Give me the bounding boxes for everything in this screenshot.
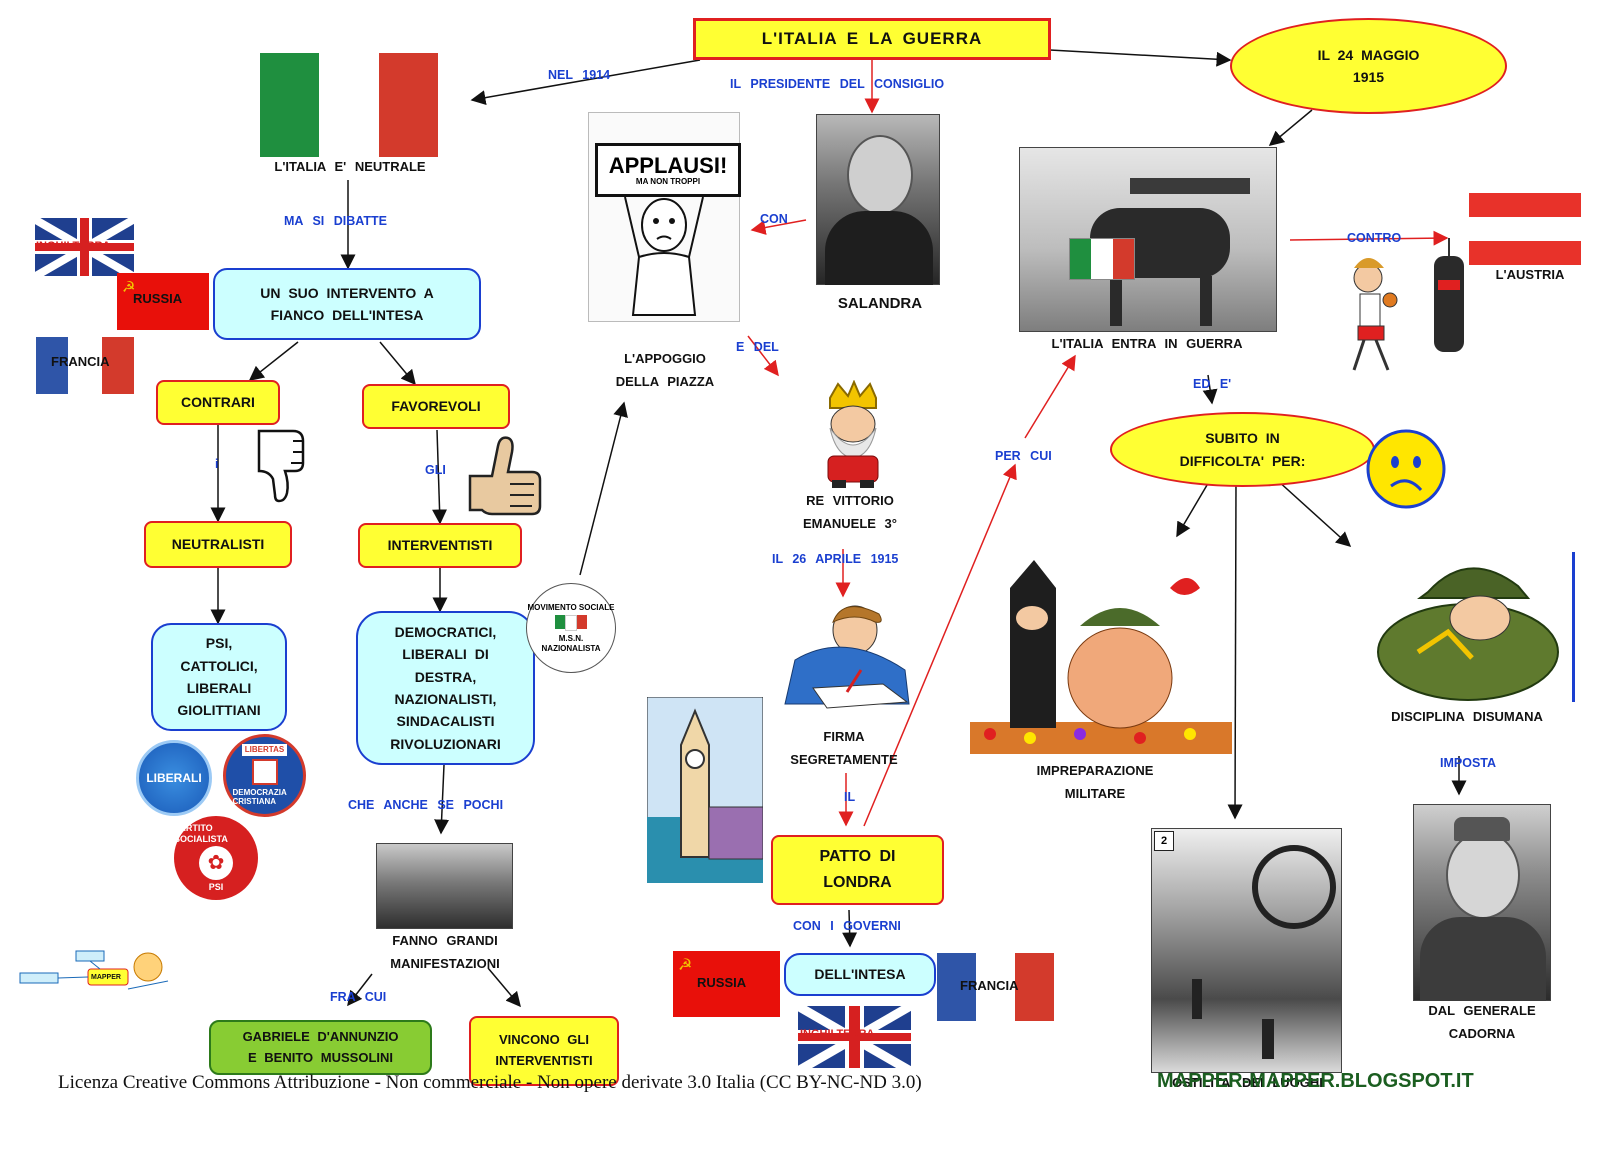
hammer-sickle-icon-bottom: ☭: [678, 957, 693, 974]
msn-logo-top: MOVIMENTO SOCIALE: [527, 603, 615, 613]
link-per-cui: PER CUI: [995, 449, 1052, 463]
ussr-flag-bottom: [673, 951, 780, 1017]
node-contrari: CONTRARI: [156, 380, 280, 425]
hammer-sickle-icon: ☭: [122, 279, 136, 296]
label-vittorio: RE VITTORIO EMANUELE 3°: [803, 493, 897, 531]
node-dannunzio: GABRIELE D'ANNUNZIO E BENITO MUSSOLINI: [209, 1020, 432, 1075]
label-austria: L'AUSTRIA: [1495, 267, 1565, 282]
label-firma: FIRMA SEGRETAMENTE: [790, 729, 898, 767]
applausi-sign-text: APPLAUSI!: [608, 152, 728, 178]
link-ed-e: ED E': [1193, 377, 1232, 391]
applausi-sign-subtext: MA NON TROPPI: [635, 176, 701, 186]
austria-flag: [1469, 193, 1581, 265]
mule-gun-photo: [1019, 147, 1277, 332]
node-intesa: DELL'INTESA: [784, 953, 936, 996]
label-impreparazione: IMPREPARAZIONE MILITARE: [1036, 763, 1154, 801]
msn-logo: MOVIMENTO SOCIALE M.S.N. NAZIONALISTA: [526, 583, 616, 673]
psi-logo: PARTITO SOCIALISTA ✿ PSI: [174, 816, 258, 900]
cadorna-photo: [1413, 804, 1551, 1001]
ostilita-photo: 2: [1151, 828, 1342, 1073]
node-subito: SUBITO IN DIFFICOLTA' PER:: [1110, 412, 1375, 487]
ussr-flag-left: [117, 273, 209, 330]
manifestazioni-photo: [376, 843, 513, 929]
big-ben-picture: [647, 697, 763, 883]
label-disciplina: DISCIPLINA DISUMANA: [1391, 709, 1543, 724]
dc-logo-libertas: LIBERTAS: [241, 744, 288, 756]
flag-label-russia: RUSSIA: [133, 291, 183, 306]
dc-logo: LIBERTAS DEMOCRAZIA CRISTIANA: [223, 734, 306, 817]
label-cadorna: DAL GENERALE CADORNA: [1428, 1003, 1536, 1041]
link-il: IL: [844, 790, 856, 804]
node-neutralisti: NEUTRALISTI: [144, 521, 292, 568]
uk-flag-bottom: [798, 1006, 911, 1068]
link-nel1914: NEL 1914: [548, 68, 611, 82]
pli-logo: LIBERALI: [136, 740, 212, 816]
node-intervento: UN SUO INTERVENTO A FIANCO DELL'INTESA: [213, 268, 481, 340]
applausi-cartoon: APPLAUSI! MA NON TROPPI: [588, 112, 741, 322]
node-date-1915: IL 24 MAGGIO 1915: [1230, 18, 1507, 114]
link-contro: CONTRO: [1347, 231, 1402, 245]
link-i: i: [215, 457, 219, 471]
link-ma-si: MA SI DIBATTE: [284, 214, 387, 228]
dc-logo-text: DEMOCRAZIA CRISTIANA: [232, 787, 287, 807]
label-salandra: SALANDRA: [837, 295, 923, 312]
flag-label-francia-bottom: FRANCIA: [960, 978, 1019, 993]
psi-logo-top: PARTITO SOCIALISTA: [174, 822, 228, 844]
label-appoggio: L'APPOGGIO DELLA PIAZZA: [615, 351, 715, 389]
psi-logo-bottom: PSI: [208, 882, 224, 893]
node-favorevoli: FAVOREVOLI: [362, 384, 510, 429]
photo-number-badge: 2: [1154, 831, 1174, 851]
msn-logo-flame-icon: [555, 615, 587, 632]
italy-flag: [260, 53, 438, 157]
node-psi: PSI, CATTOLICI, LIBERALI GIOLITTIANI: [151, 623, 287, 731]
uk-flag-left: [35, 218, 134, 276]
france-flag-bottom: [937, 953, 1054, 1021]
node-vincono: VINCONO GLI INTERVENTISTI: [469, 1016, 619, 1086]
label-manifestazioni: FANNO GRANDI MANIFESTAZIONI: [390, 933, 500, 971]
link-gli: GLI: [425, 463, 446, 477]
flag-label-francia: FRANCIA: [51, 354, 110, 369]
boxing-girl-icon: [1352, 238, 1464, 371]
writing-boy-icon: [784, 605, 910, 709]
node-patto-londra: PATTO DI LONDRA: [771, 835, 944, 905]
thumbs-down-icon: [257, 429, 305, 503]
worried-smiley-icon: [1366, 429, 1446, 509]
italy-flag-small: [1069, 238, 1135, 280]
label-ostilita: OSTILITA' DEI LUOGHI: [1172, 1075, 1323, 1090]
site-link[interactable]: MAPPER-MAPPER.BLOGSPOT.IT: [1157, 1070, 1474, 1092]
king-cartoon-icon: [827, 380, 879, 488]
mapper-logo: [19, 950, 169, 990]
map-title: L'ITALIA E LA GUERRA: [693, 18, 1051, 60]
flag-label-inghilterra: INGHILTERRA: [36, 240, 111, 252]
impreparazione-cartoon: [970, 560, 1232, 754]
thumbs-up-icon: [468, 436, 542, 516]
label-entra: L'ITALIA ENTRA IN GUERRA: [1051, 336, 1243, 351]
msn-logo-bottom: NAZIONALISTA: [541, 643, 601, 653]
msn-logo-mid: M.S.N.: [558, 634, 584, 644]
node-interventisti: INTERVENTISTI: [358, 523, 522, 568]
link-e-del: E DEL: [736, 340, 779, 354]
license-text: Licenza Creative Commons Attribuzione - …: [58, 1072, 922, 1093]
link-il26: IL 26 APRILE 1915: [772, 552, 899, 566]
node-democratici: DEMOCRATICI, LIBERALI DI DESTRA, NAZIONA…: [356, 611, 535, 765]
flag-label-inghilterra-bottom: INGHILTERRA: [800, 1028, 875, 1040]
man-with-sign-icon: [624, 197, 704, 316]
france-flag-left: [36, 337, 134, 394]
link-fra-cui: FRA CUI: [330, 990, 387, 1004]
carnation-icon: ✿: [199, 846, 233, 881]
link-che-anche: CHE ANCHE SE POCHI: [348, 798, 504, 812]
link-con-i: CON I GOVERNI: [793, 919, 901, 933]
flag-label-russia-bottom: RUSSIA: [697, 975, 747, 990]
disciplina-cartoon: [1377, 552, 1575, 702]
salandra-photo: [816, 114, 940, 285]
link-con: CON: [760, 212, 788, 226]
crusader-shield-icon: [251, 758, 278, 785]
label-neutrale: L'ITALIA E' NEUTRALE: [274, 159, 426, 174]
link-imposta: IMPOSTA: [1440, 756, 1497, 770]
mapper-logo-text: MAPPER: [91, 974, 121, 981]
link-presidente: IL PRESIDENTE DEL CONSIGLIO: [730, 77, 945, 91]
